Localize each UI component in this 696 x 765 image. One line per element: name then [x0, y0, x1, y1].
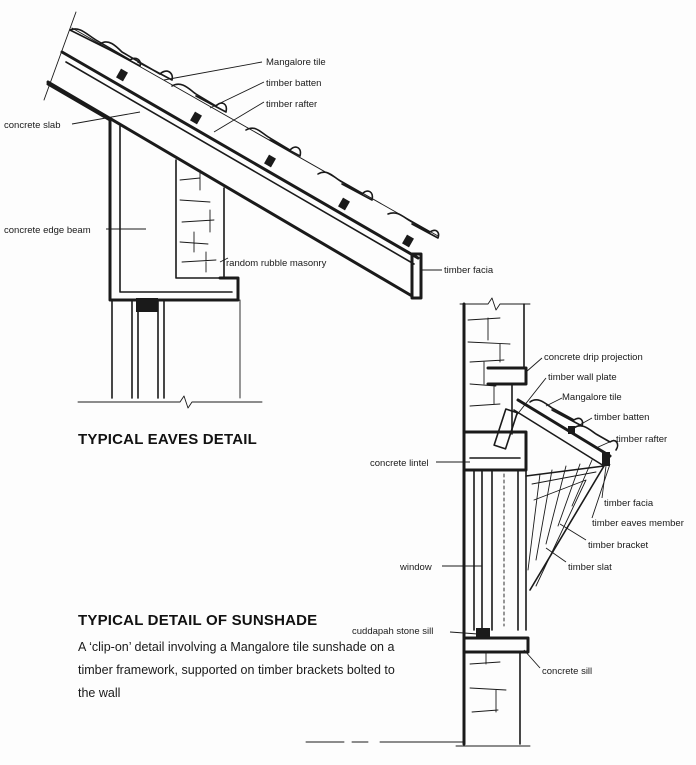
leader-eaves-rubble	[219, 257, 229, 263]
eaves-facia-board	[410, 252, 423, 300]
label-sunshade-timber-slat: timber slat	[568, 562, 612, 573]
eaves-tile	[171, 83, 228, 113]
leader-eaves-mangalore-tile	[163, 61, 263, 81]
label-sunshade-timber-rafter: timber rafter	[616, 434, 667, 445]
eaves-rubble-masonry	[175, 159, 225, 279]
eaves-batten	[190, 111, 202, 125]
eaves-concrete-slab	[46, 82, 240, 302]
leader-sunshade-rafter	[595, 439, 615, 449]
eaves-detail: Mangalore tile timber batten timber raft…	[4, 11, 494, 448]
eaves-tile	[387, 212, 440, 239]
eaves-wall-right	[157, 299, 165, 399]
label-eaves-concrete-slab: concrete slab	[4, 120, 61, 131]
label-eaves-timber-rafter: timber rafter	[266, 99, 317, 110]
label-sunshade-cuddapah-stone-sill: cuddapah stone sill	[352, 626, 433, 637]
sunshade-title: TYPICAL DETAIL OF SUNSHADE	[78, 612, 317, 629]
sunshade-detail: concrete drip projection timber wall pla…	[78, 297, 684, 747]
eaves-rubble-hatch	[179, 169, 217, 273]
sunshade-wall-plate	[493, 408, 519, 450]
eaves-batten	[116, 68, 128, 82]
leader-sunshade-wall-plate	[515, 377, 547, 417]
sunshade-batten	[568, 426, 575, 434]
label-sunshade-concrete-drip-projection: concrete drip projection	[544, 352, 643, 363]
label-sunshade-mangalore-tile: Mangalore tile	[562, 392, 622, 403]
leader-sunshade-slat	[545, 547, 567, 563]
leader-sunshade-drip	[525, 357, 543, 373]
eaves-title: TYPICAL EAVES DETAIL	[78, 431, 257, 448]
sunshade-stone-sill	[476, 628, 490, 638]
sunshade-description-line-1: A ‘clip-on’ detail involving a Mangalore…	[78, 640, 394, 654]
label-sunshade-timber-facia: timber facia	[604, 498, 654, 509]
label-eaves-mangalore-tile: Mangalore tile	[266, 57, 326, 68]
label-sunshade-timber-wall-plate: timber wall plate	[548, 372, 617, 383]
eaves-wall-mid	[131, 299, 139, 399]
leader-sunshade-batten	[573, 417, 593, 429]
label-sunshade-concrete-lintel: concrete lintel	[370, 458, 429, 469]
label-sunshade-concrete-sill: concrete sill	[542, 666, 592, 677]
sunshade-masonry-lower	[469, 651, 507, 713]
sunshade-description-line-2: timber framework, supported on timber br…	[78, 663, 395, 677]
sunshade-facia	[602, 452, 610, 466]
sunshade-rafter-under	[513, 409, 605, 467]
leader-eaves-timber-batten	[209, 81, 265, 109]
label-eaves-random-rubble-masonry: random rubble masonry	[226, 258, 327, 269]
sunshade-slats	[527, 459, 593, 571]
eaves-batten	[402, 234, 414, 248]
eaves-batten	[338, 197, 350, 211]
label-eaves-timber-facia: timber facia	[444, 265, 494, 276]
eaves-rafter-top	[60, 50, 420, 260]
leader-sunshade-stone-sill	[449, 631, 479, 635]
sunshade-description-line-3: the wall	[78, 686, 120, 700]
sunshade-bracket-inner	[531, 471, 597, 587]
leader-sunshade-tile	[545, 397, 563, 407]
label-sunshade-timber-eaves-member: timber eaves member	[592, 518, 684, 529]
label-sunshade-timber-batten: timber batten	[594, 412, 649, 423]
eaves-tile	[245, 127, 302, 157]
label-sunshade-timber-bracket: timber bracket	[588, 540, 649, 551]
sunshade-masonry-hatch	[467, 317, 511, 407]
sunshade-rafter	[516, 398, 612, 458]
leader-sunshade-eaves-member	[591, 463, 611, 519]
leader-sunshade-concrete-sill	[523, 649, 541, 669]
leader-eaves-concrete-slab	[71, 111, 141, 125]
eaves-tile-line	[71, 27, 439, 237]
eaves-wall-plate	[136, 298, 158, 312]
eaves-batten	[264, 154, 276, 168]
eaves-edge-beam-inner	[119, 125, 233, 293]
eaves-tile	[99, 41, 174, 81]
sunshade-break-top	[459, 297, 531, 311]
sunshade-concrete-sill	[462, 636, 530, 654]
leader-eaves-timber-rafter	[213, 101, 265, 133]
sunshade-bracket	[525, 465, 605, 591]
sunshade-drip-projection	[486, 366, 528, 386]
sunshade-tile	[529, 399, 584, 427]
sunshade-window-frame	[473, 469, 527, 631]
eaves-rafter-mid	[65, 61, 415, 265]
label-sunshade-window: window	[399, 562, 432, 573]
label-eaves-concrete-edge-beam: concrete edge beam	[4, 225, 91, 236]
leader-sunshade-bracket	[559, 523, 587, 541]
sunshade-tile	[573, 425, 619, 451]
label-eaves-timber-batten: timber batten	[266, 78, 321, 89]
eaves-tile	[317, 171, 374, 201]
eaves-tile	[69, 28, 142, 67]
eaves-break-line	[77, 395, 263, 409]
sunshade-lintel	[462, 430, 528, 472]
